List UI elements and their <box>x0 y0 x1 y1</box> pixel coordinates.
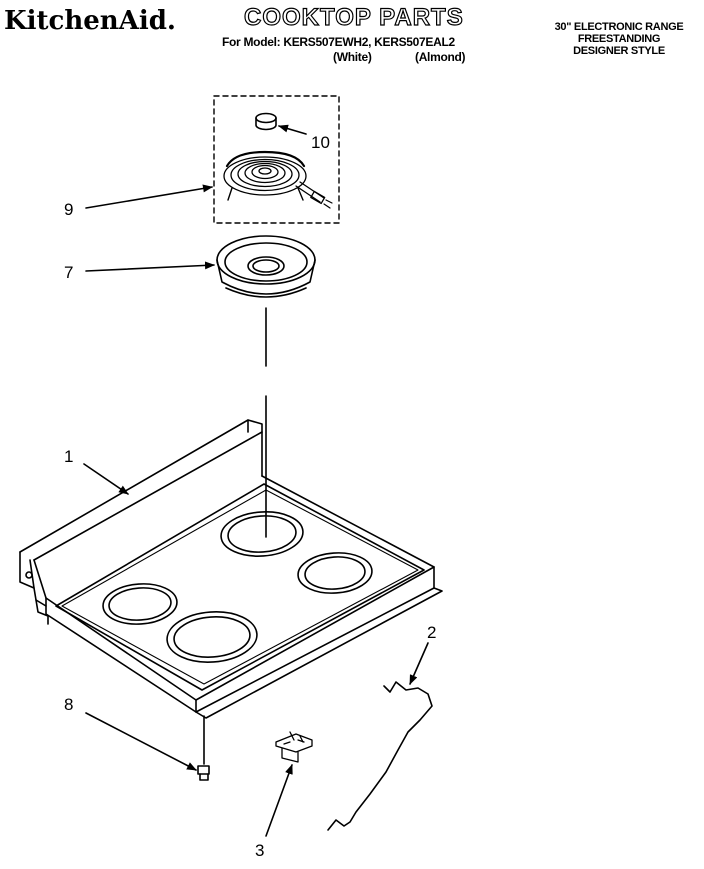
range-design-line: DESIGNER STYLE <box>573 45 665 57</box>
leader-8 <box>85 712 197 771</box>
cooktop-main-top <box>19 419 443 719</box>
support-wire-rod <box>327 681 433 831</box>
callout-3: 3 <box>255 841 264 860</box>
page-title: COOKTOP PARTS <box>243 3 464 31</box>
range-type-line: 30" ELECTRONIC RANGE <box>554 21 684 33</box>
surface-element-coil <box>223 150 333 209</box>
model-line: For Model: KERS507EWH2, KERS507EAL2 <box>222 35 455 49</box>
brand-logo: KitchenAid. <box>4 6 176 36</box>
leader-2 <box>409 642 429 685</box>
element-assembly-box <box>213 95 340 224</box>
leader-3 <box>265 764 293 837</box>
leader-7 <box>85 261 215 272</box>
callout-8: 8 <box>64 695 73 714</box>
mounting-clip <box>275 731 313 763</box>
range-style-line: FREESTANDING <box>577 33 661 45</box>
leader-10 <box>278 124 307 135</box>
drip-bowl-part <box>216 235 316 298</box>
variant-white: (White) <box>333 50 372 64</box>
callout-2: 2 <box>427 623 436 642</box>
callout-7: 7 <box>64 263 73 282</box>
variant-almond: (Almond) <box>415 50 466 64</box>
callout-10: 10 <box>311 133 330 152</box>
callout-1: 1 <box>64 447 73 466</box>
leader-1 <box>83 463 129 495</box>
mounting-screw <box>197 715 210 781</box>
element-cap-part <box>255 112 277 131</box>
leader-9 <box>85 184 213 209</box>
callout-9: 9 <box>64 200 73 219</box>
